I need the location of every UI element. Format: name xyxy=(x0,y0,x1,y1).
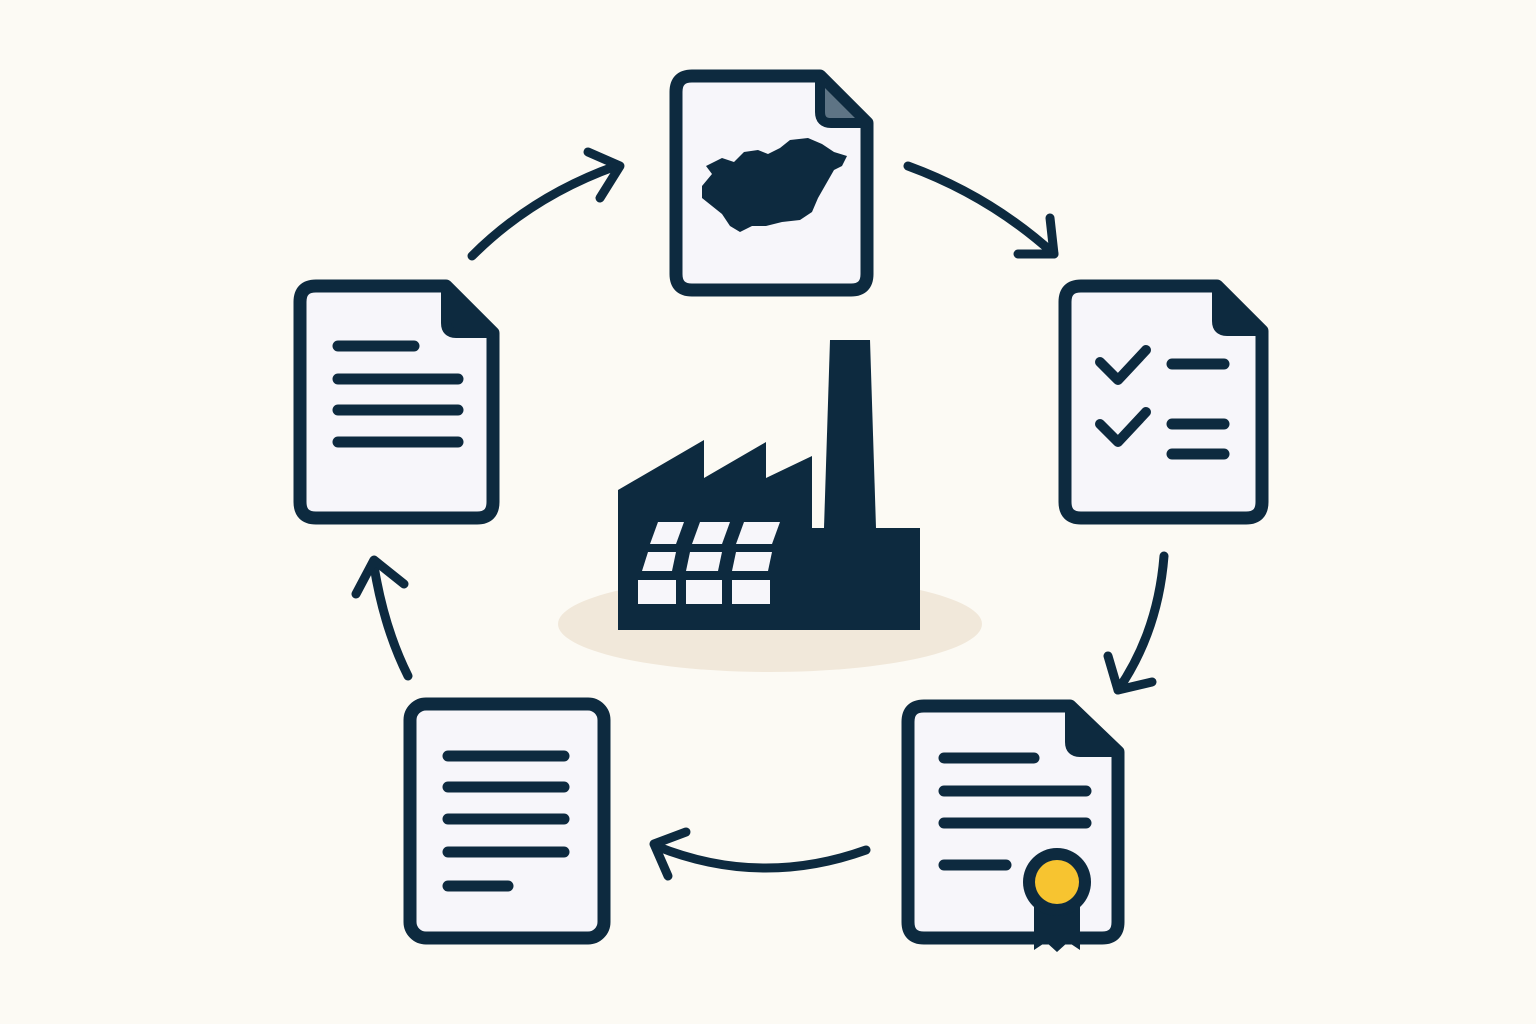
document-checklist-icon xyxy=(1058,279,1269,525)
check-mark-1 xyxy=(1095,345,1151,385)
document-certificate-icon xyxy=(901,699,1125,952)
factory-icon xyxy=(558,340,982,672)
seal-inner xyxy=(1035,860,1079,904)
country-map-shape xyxy=(702,138,847,232)
arrow-left-to-top xyxy=(467,147,625,261)
seal-badge-icon xyxy=(1023,848,1091,952)
factory-chimney xyxy=(824,340,876,528)
document-text-icon xyxy=(403,697,611,945)
check-mark-2 xyxy=(1095,407,1151,447)
arrow-bottom-right-to-bottom-left xyxy=(649,827,871,881)
factory-windows xyxy=(638,522,780,604)
map-doc-fold xyxy=(815,71,872,128)
arrow-bottom-left-to-left xyxy=(351,555,413,681)
document-map-icon xyxy=(669,69,874,297)
arrow-top-to-right xyxy=(903,161,1059,259)
document-lines-icon xyxy=(293,279,500,525)
arrow-right-to-bottom-right xyxy=(1103,551,1169,695)
